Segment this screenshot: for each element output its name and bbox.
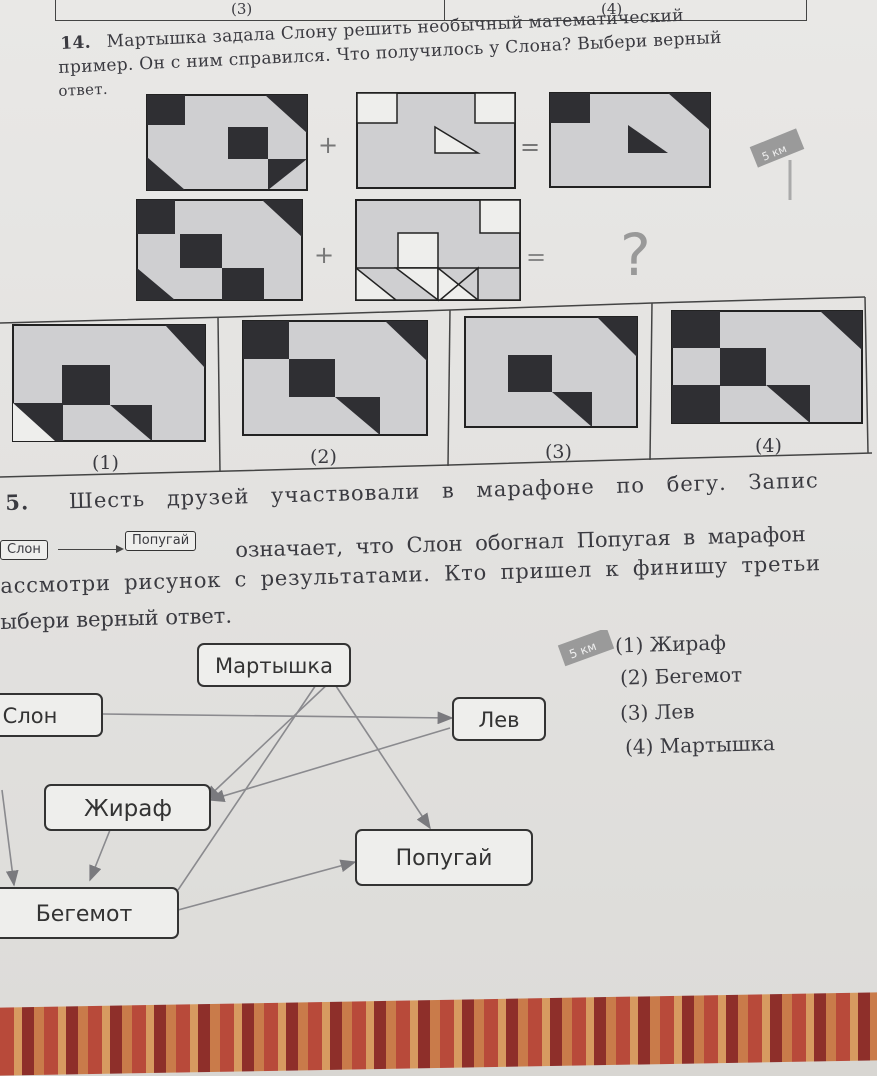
row2-plus: +: [314, 241, 334, 269]
node-zhiraf: Жираф: [44, 784, 211, 831]
row1-result: [549, 92, 711, 188]
row1-plus: +: [318, 131, 338, 159]
node-zhiraf-label: Жираф: [84, 796, 172, 822]
example-node-slon: Слон: [0, 540, 48, 560]
option-2-figure: [242, 320, 428, 436]
answer-3: (3) Лев: [619, 699, 695, 725]
carpet-background: [0, 992, 877, 1076]
answer-4: (4) Мартышка: [624, 731, 776, 759]
node-lev-label: Лев: [478, 708, 519, 732]
node-begemot-label: Бегемот: [36, 902, 133, 927]
task14-figures: + = 5 км + = ?: [0, 92, 873, 478]
km-sign-2: 5 км: [557, 630, 615, 667]
answer-2: (2) Бегемот: [619, 662, 743, 690]
arrow-slon-begemot: [1, 789, 19, 887]
row1-figure-a: [146, 94, 308, 191]
example-arrow: [58, 549, 122, 550]
option-1-figure: [12, 324, 206, 442]
arrow-begemot-popugai: [177, 859, 357, 911]
option-3-label: (3): [545, 441, 572, 463]
arrow-slon-lev: [102, 711, 454, 725]
km-sign: 5 км: [749, 128, 805, 200]
row1-figure-b: [356, 92, 516, 189]
previous-answer-table: (3) (4): [55, 0, 807, 21]
arrow-martyshka-zhiraf: [203, 679, 333, 802]
marathon-diagram: Мартышка Слон Лев Жираф Попугай Бегемот …: [0, 630, 615, 939]
example-node-popugai: Попугай: [125, 531, 197, 551]
answer-1: (1) Жираф: [614, 630, 727, 658]
options-table: [0, 296, 873, 478]
row1-equals: =: [520, 133, 540, 161]
prev-option-3: (3): [231, 0, 253, 18]
option-2-label: (2): [310, 446, 337, 468]
node-popugai: Попугай: [355, 829, 533, 886]
row2-equals: =: [526, 243, 546, 271]
node-martyshka: Мартышка: [197, 643, 351, 687]
question-mark: ?: [620, 221, 651, 289]
node-slon-label: Слон: [3, 704, 58, 728]
option-3-figure: [464, 316, 638, 428]
task15-number: 5.: [5, 489, 30, 515]
arrow-lev-zhiraf: [208, 727, 451, 802]
arrow-martyshka-popugai: [331, 679, 431, 830]
task14-number: 14.: [60, 32, 92, 54]
node-lev: Лев: [452, 697, 546, 741]
node-martyshka-label: Мартышка: [215, 654, 333, 678]
node-popugai-label: Попугай: [396, 846, 493, 871]
option-4-figure: [671, 310, 863, 424]
arrow-zhiraf-begemot: [89, 829, 111, 882]
option-4-label: (4): [755, 435, 782, 457]
example-arrowhead: [116, 545, 124, 553]
row2-figure-b: [355, 199, 521, 302]
table-divider: [444, 0, 445, 20]
option-1-label: (1): [92, 452, 119, 474]
arrow-begemot-martyshka: [177, 668, 327, 891]
prev-option-4: (4): [601, 0, 623, 18]
node-slon: Слон: [0, 693, 103, 737]
row2-figure-a: [136, 199, 303, 301]
node-begemot: Бегемот: [0, 887, 179, 939]
